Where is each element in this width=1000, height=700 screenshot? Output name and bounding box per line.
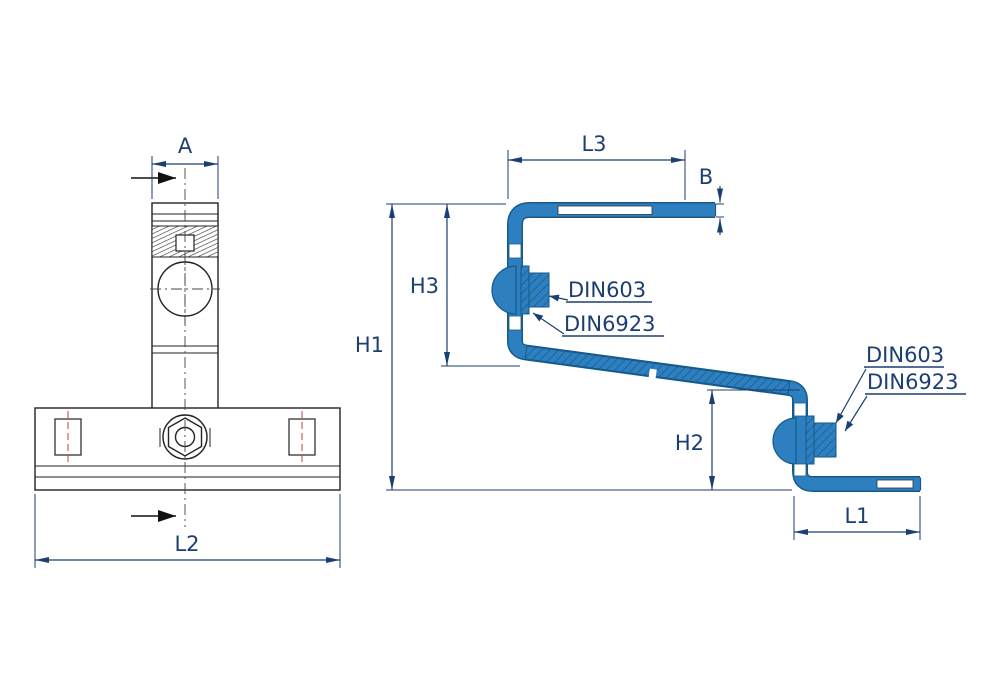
label-lower-din6923: DIN6923 xyxy=(867,370,959,394)
label-lower-din603: DIN603 xyxy=(866,343,944,367)
leader-line xyxy=(844,395,868,432)
dim-label-H3: H3 xyxy=(410,274,439,298)
dim-label-B: B xyxy=(699,165,713,189)
dim-label-L1: L1 xyxy=(844,504,869,528)
diagonal-break-mark xyxy=(648,368,657,383)
callout-lower-din6923: DIN6923 xyxy=(844,370,966,432)
label-upper-din603: DIN603 xyxy=(568,278,646,302)
leader-line xyxy=(548,294,569,302)
diagonal-section-hatch xyxy=(524,345,791,395)
dimension-L1: L1 xyxy=(793,496,921,540)
bracket-strap-outline xyxy=(507,202,920,492)
leader-line xyxy=(532,312,565,335)
side-view xyxy=(491,202,922,492)
lower-strap-slot-above xyxy=(793,402,807,417)
dim-label-L2: L2 xyxy=(174,532,199,556)
lower-flange-washer xyxy=(805,415,815,465)
upper-flange-nut xyxy=(528,272,550,308)
callout-lower-din603: DIN603 xyxy=(835,343,944,424)
upper-strap-slot-below xyxy=(508,315,522,331)
front-view xyxy=(34,168,341,527)
dimension-A: A xyxy=(151,134,219,199)
dimension-H1: H1 xyxy=(355,203,792,491)
dim-label-L3: L3 xyxy=(581,132,606,156)
leader-line xyxy=(835,368,867,424)
lower-carriage-bolt-head xyxy=(772,417,797,465)
upper-bolt-assembly xyxy=(491,243,550,331)
lower-flange-nut xyxy=(813,422,837,458)
dim-label-H2: H2 xyxy=(675,431,704,455)
dimension-H2: H2 xyxy=(675,389,800,490)
upper-flange-washer xyxy=(520,265,530,315)
dimension-L2: L2 xyxy=(34,494,341,568)
dimension-H3: H3 xyxy=(410,204,520,367)
lower-strap-slot-below xyxy=(793,463,807,477)
top-arm-slot xyxy=(557,205,653,215)
callout-upper-din6923: DIN6923 xyxy=(532,312,664,337)
upper-carriage-bolt-head xyxy=(491,265,517,315)
lower-bolt-assembly xyxy=(772,402,837,477)
label-upper-din6923: DIN6923 xyxy=(564,312,656,336)
bottom-arm-slot xyxy=(876,479,914,489)
dim-label-A: A xyxy=(178,134,193,158)
upper-strap-slot-above xyxy=(508,243,522,259)
bracket-strap xyxy=(508,203,920,491)
dimension-B: B xyxy=(699,165,724,235)
callout-upper-din603: DIN603 xyxy=(548,278,652,303)
dim-label-H1: H1 xyxy=(355,333,384,357)
dimension-L3: L3 xyxy=(507,132,686,200)
